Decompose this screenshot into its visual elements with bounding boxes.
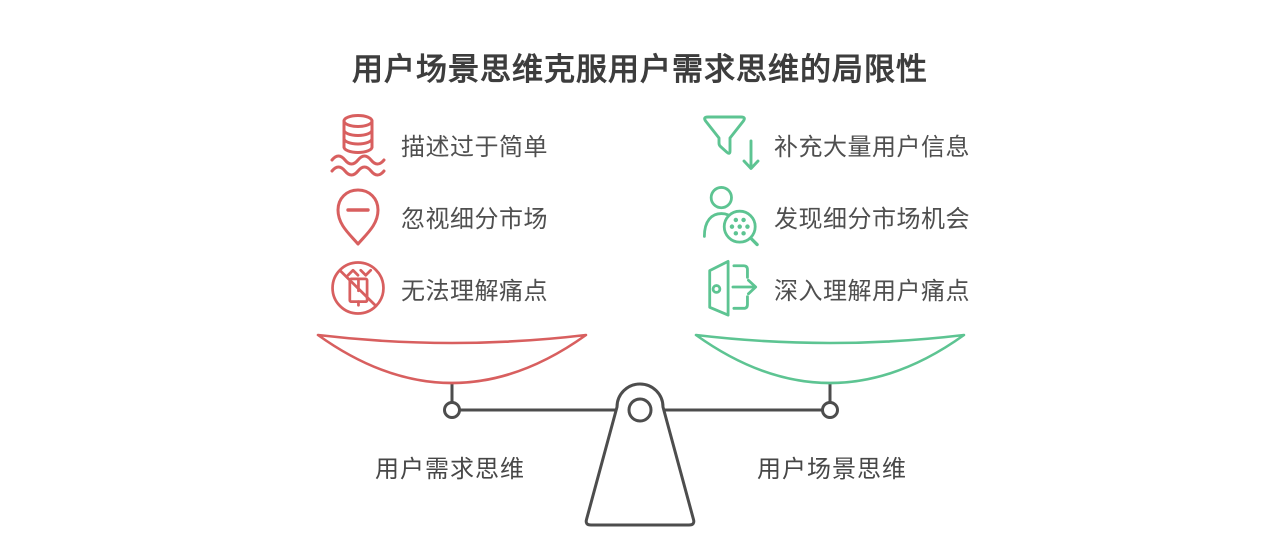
list-item: 补充大量用户信息 — [701, 111, 970, 177]
list-item: 忽视细分市场 — [328, 183, 548, 249]
left-column: 描述过于简单 忽视细分市场 — [328, 111, 548, 327]
list-item: 深入理解用户痛点 — [701, 255, 970, 321]
left-pan-label: 用户需求思维 — [375, 456, 525, 483]
pivot-hole — [627, 397, 653, 423]
feature-label: 描述过于简单 — [401, 133, 548, 161]
left-pan-bowl — [316, 333, 588, 385]
user-magnifier-icon — [701, 183, 761, 249]
right-beam-joint — [821, 401, 839, 419]
feature-label: 补充大量用户信息 — [774, 133, 970, 161]
right-pan-bowl — [694, 333, 966, 385]
scale-stand — [584, 382, 696, 527]
database-waves-icon — [328, 111, 388, 177]
feature-label: 发现细分市场机会 — [774, 205, 970, 233]
left-beam-joint — [443, 401, 461, 419]
list-item: 无法理解痛点 — [328, 255, 548, 321]
no-device-icon — [328, 255, 388, 321]
feature-label: 无法理解痛点 — [401, 277, 548, 305]
pin-minus-icon — [328, 183, 388, 249]
page-title: 用户场景思维克服用户需求思维的局限性 — [352, 52, 928, 87]
list-item: 发现细分市场机会 — [701, 183, 970, 249]
right-pan-label: 用户场景思维 — [757, 456, 907, 483]
door-arrow-icon — [701, 255, 761, 321]
list-item: 描述过于简单 — [328, 111, 548, 177]
funnel-down-arrow-icon — [701, 111, 761, 177]
balance-scale — [316, 333, 966, 527]
feature-label: 深入理解用户痛点 — [774, 277, 970, 305]
right-column: 补充大量用户信息 — [701, 111, 970, 327]
feature-label: 忽视细分市场 — [401, 205, 548, 233]
